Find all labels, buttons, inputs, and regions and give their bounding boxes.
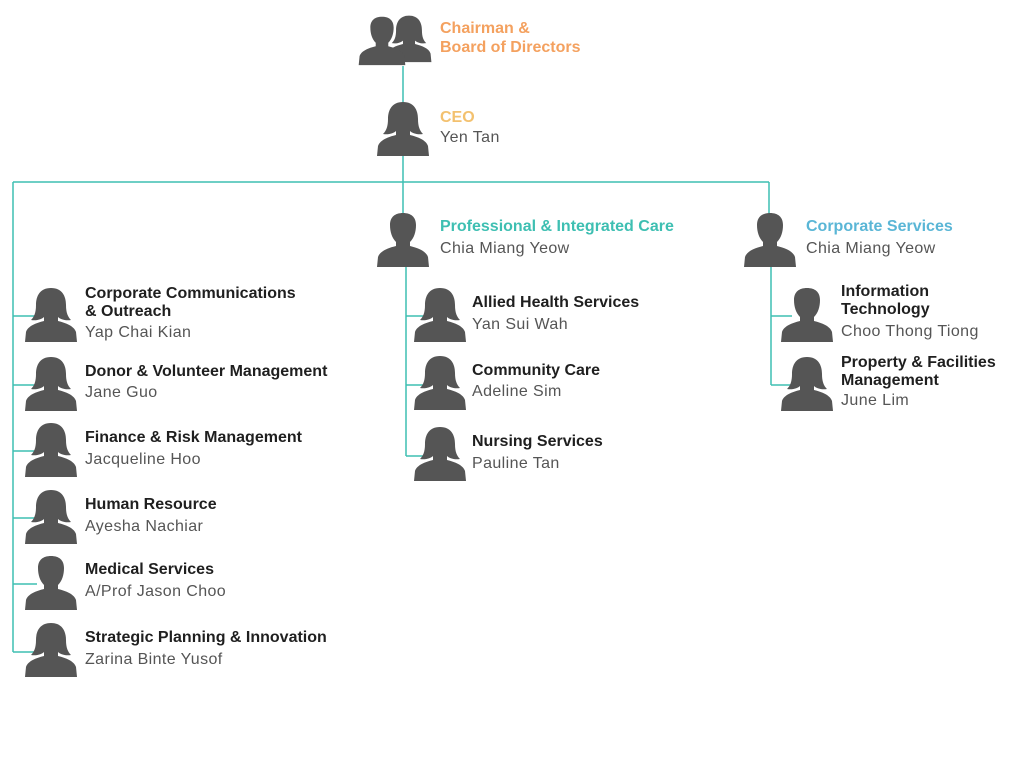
board-title-line2: Board of Directors [440,39,581,56]
female-avatar-icon [374,100,432,156]
male-avatar-icon [778,286,836,342]
dept-head-name: Jacqueline Hoo [85,451,201,468]
dept-head-name: June Lim [841,392,910,409]
dept-head-name: Choo Thong Tiong [841,323,979,340]
ceo-title: CEO [440,109,475,126]
dept-title: Strategic Planning & Innovation [85,629,327,646]
dept-title: Allied Health Services [472,294,640,311]
female-avatar-icon [411,286,469,342]
dept-head-name: Pauline Tan [472,455,560,472]
female-avatar-icon [411,425,469,481]
corporate-title: Corporate Services [806,218,953,235]
male-avatar-icon [22,554,80,610]
dept-head-name: Jane Guo [85,384,158,401]
dept-head-name: Zarina Binte Yusof [85,651,223,668]
dept-title-line1: Corporate Communications [85,285,296,302]
dept-title: Nursing Services [472,433,603,450]
female-avatar-icon [22,488,80,544]
pic-name: Chia Miang Yeow [440,240,570,257]
dept-head-name: Ayesha Nachiar [85,518,204,535]
male-avatar-icon [741,211,799,267]
dept-title-line2: & Outreach [85,303,172,320]
female-avatar-icon [22,355,80,411]
female-avatar-icon [22,421,80,477]
board-title-line1: Chairman & [440,20,530,37]
female-avatar-icon [22,621,80,677]
group-avatar-icon [358,15,432,66]
dept-title-line1: Information [841,283,929,300]
dept-title: Donor & Volunteer Management [85,363,328,380]
dept-title: Human Resource [85,496,217,513]
female-avatar-icon [22,286,80,342]
dept-title: Community Care [472,362,601,379]
dept-title: Medical Services [85,561,214,578]
dept-head-name: Yan Sui Wah [472,316,569,333]
dept-head-name: Yap Chai Kian [85,324,192,341]
dept-head-name: A/Prof Jason Choo [85,583,227,600]
dept-title-line2: Technology [841,301,930,318]
dept-title: Finance & Risk Management [85,429,302,446]
corporate-name: Chia Miang Yeow [806,240,936,257]
female-avatar-icon [411,354,469,410]
dept-title-line1: Property & Facilities [841,354,996,371]
dept-title-line2: Management [841,372,939,389]
male-avatar-icon [374,211,432,267]
pic-title: Professional & Integrated Care [440,218,674,235]
dept-head-name: Adeline Sim [472,383,562,400]
ceo-name: Yen Tan [440,129,500,146]
female-avatar-icon [778,355,836,411]
